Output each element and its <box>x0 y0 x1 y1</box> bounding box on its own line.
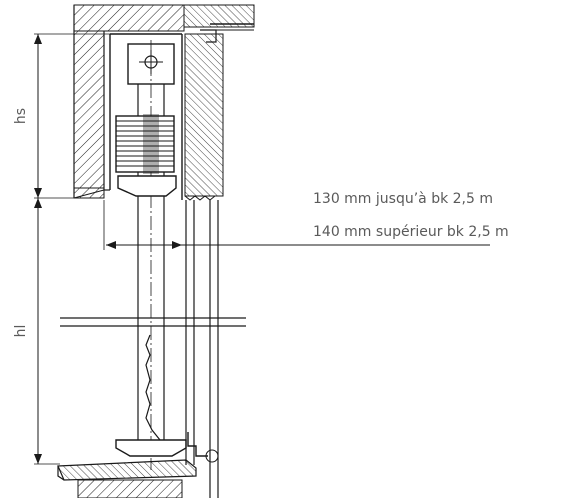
hs-label: hs <box>13 108 29 124</box>
box-depth-dimension <box>103 200 490 250</box>
hl-dimension <box>34 198 60 465</box>
ceiling-structure <box>73 4 255 43</box>
break-lines <box>60 317 246 327</box>
hs-dimension <box>34 33 110 199</box>
window-sill <box>57 459 197 498</box>
hl-label: hl <box>13 325 29 338</box>
shutter-box <box>104 33 224 201</box>
guide-rails <box>185 200 219 498</box>
lintel-wall <box>73 5 105 199</box>
roller-mechanism <box>115 40 187 470</box>
callout-line-1: 130 mm jusqu’à bk 2,5 m <box>313 191 493 207</box>
callout-line-2: 140 mm supérieur bk 2,5 m <box>313 224 509 240</box>
